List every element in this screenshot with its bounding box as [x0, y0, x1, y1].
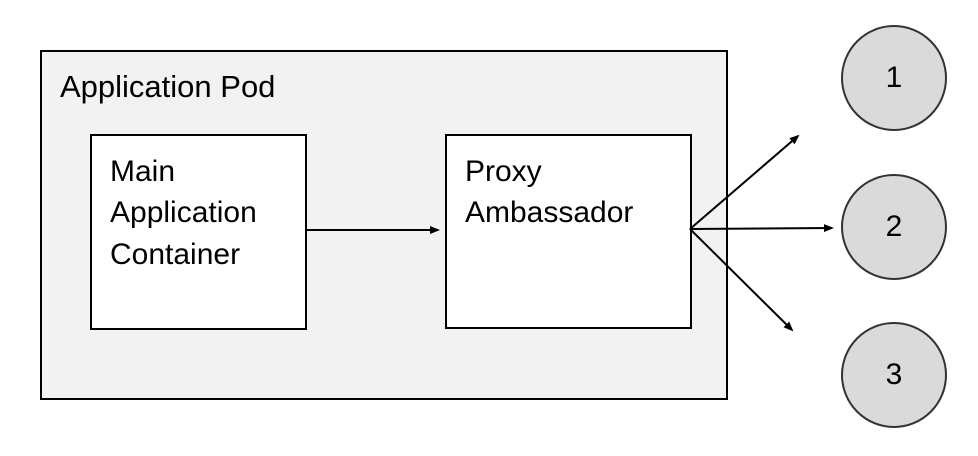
- endpoint-circle-3-label: 3: [885, 358, 903, 391]
- application-pod-group: Application Pod Main Application Contain…: [40, 50, 728, 400]
- node-proxy-ambassador: Proxy Ambassador: [445, 134, 692, 329]
- endpoint-circle-3: 3: [841, 322, 947, 428]
- endpoint-circle-2: 2: [841, 174, 947, 280]
- endpoint-circle-2-label: 2: [885, 210, 903, 243]
- node-proxy-ambassador-label: Proxy Ambassador: [465, 155, 634, 230]
- node-main-application-container: Main Application Container: [90, 134, 307, 330]
- application-pod-label: Application Pod: [60, 69, 276, 104]
- node-main-application-container-label: Main Application Container: [110, 155, 257, 271]
- endpoint-circle-1-label: 1: [885, 61, 903, 94]
- endpoint-circle-1: 1: [841, 25, 947, 131]
